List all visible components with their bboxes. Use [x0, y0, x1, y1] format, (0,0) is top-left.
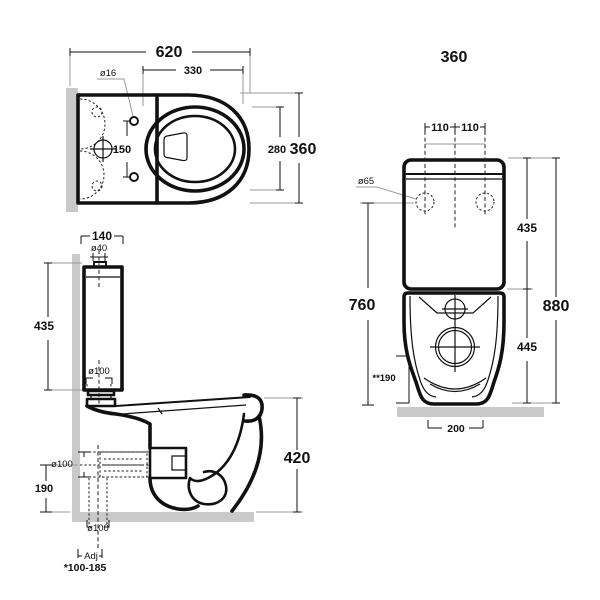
plan-seat-hole-bottom	[129, 172, 139, 182]
side-vertical-outlet-dia-label: ø100	[87, 523, 109, 534]
side-vertical-outlet-hidden	[88, 478, 108, 526]
front-dim-110-line	[424, 123, 486, 133]
plan-water-spot	[163, 132, 188, 162]
plan-seat-outer-ring	[144, 105, 246, 193]
side-pan-front-outline	[230, 414, 264, 513]
plan-dim-280-label: 280	[268, 144, 286, 156]
side-floor-strip	[72, 512, 254, 522]
front-dim-190-label: **190	[372, 373, 395, 384]
front-pan-bottom-arcs	[423, 377, 487, 393]
front-pan-outline	[402, 291, 506, 406]
plan-hole-leader-line	[97, 78, 134, 117]
plan-dim-150-label: 150	[113, 144, 131, 156]
front-dim-200-label: 200	[447, 423, 465, 435]
front-width-title: 360	[441, 49, 468, 66]
plan-extension-lines	[69, 56, 303, 204]
side-adj-bracket	[77, 549, 103, 558]
front-pan-inner-contours	[409, 295, 499, 398]
side-dim-190-line	[40, 464, 52, 513]
side-adj-range-label: *100-185	[64, 562, 107, 574]
front-dim-445-line	[523, 289, 531, 404]
side-dim-140-label: 140	[92, 229, 112, 243]
side-adj-label: Adj	[84, 551, 98, 562]
side-vertical-outlet-dia-bracket	[86, 520, 110, 528]
side-extension-lines	[46, 262, 303, 513]
side-dim-420-line	[293, 397, 301, 513]
front-hole-left	[415, 192, 435, 212]
side-outlet-spigot-step	[171, 455, 186, 471]
side-dim-140-line	[80, 235, 124, 244]
front-hole-leader-line	[356, 186, 417, 200]
front-view: 360 110 110 ø65 760 **190 435	[349, 49, 570, 435]
side-outlet-spigot	[148, 446, 188, 480]
side-outlet-dia-bracket	[78, 451, 90, 478]
front-dim-760-label: 760	[349, 297, 376, 314]
side-inlet-boss	[93, 261, 107, 268]
plan-dim-620-line	[69, 48, 251, 56]
side-seat-bottom-line	[121, 404, 247, 415]
plan-seat-inner-ring	[153, 114, 237, 184]
side-view: ø40 ø100 ø100 140 435 190	[34, 229, 310, 574]
front-dim-110-right-label: 110	[461, 122, 479, 134]
front-dim-110-left-label: 110	[431, 122, 449, 134]
side-dim-420-label: 420	[284, 450, 311, 467]
side-outlet-dia-label: ø100	[51, 459, 73, 470]
plan-hidden-hole-top	[91, 106, 103, 118]
front-hole-centerlines	[424, 131, 486, 228]
plan-wall-strip	[66, 88, 78, 212]
front-extension-lines	[360, 143, 560, 404]
side-dim-435-line	[44, 262, 52, 391]
plan-dim-360-label: 360	[290, 141, 317, 158]
plan-dim-150-line	[123, 120, 131, 178]
front-dim-435-line	[523, 157, 531, 290]
side-connector-flange-top	[86, 389, 116, 397]
front-dim-880-line	[552, 157, 560, 404]
side-flush-dia-label: ø100	[88, 366, 110, 377]
plan-dim-620-label: 620	[156, 44, 183, 61]
side-inlet-dia-label: ø40	[91, 243, 107, 254]
front-dim-435-label: 435	[517, 221, 537, 235]
side-rim-cap	[242, 393, 264, 423]
plan-hidden-hole-bottom	[91, 180, 103, 192]
side-dim-435-label: 435	[34, 319, 54, 333]
front-floor-strip	[397, 407, 544, 417]
side-outlet-connector-ribs	[99, 451, 148, 478]
plan-inlet-crosshair	[90, 136, 116, 162]
front-dim-760-line	[362, 202, 374, 406]
plan-body-outline	[76, 93, 251, 205]
side-dim-190-label: 190	[35, 483, 53, 495]
front-dim-880-label: 880	[543, 298, 570, 315]
side-flush-dia-bracket	[85, 377, 113, 384]
front-inlet-crosshair	[442, 295, 468, 323]
front-cistern-outline	[402, 158, 506, 291]
front-dim-445-label: 445	[517, 340, 537, 354]
side-inlet-dia-ticks	[90, 253, 108, 261]
side-pan-back-outline	[85, 404, 152, 450]
plan-dim-330-line	[142, 66, 244, 74]
side-seat-top-line	[115, 396, 251, 407]
side-connector-flange-bottom	[85, 397, 117, 408]
front-hole-right	[475, 192, 495, 212]
plan-view: 620 330 150 ø16 280 360	[66, 44, 316, 212]
side-wall-strip	[72, 254, 80, 512]
front-outlet-crosshair	[430, 323, 480, 372]
side-bowl-trap-curve	[187, 412, 246, 506]
plan-dim-330-label: 330	[184, 65, 202, 77]
front-dim-190-bracket	[396, 355, 410, 404]
plan-dim-360-line	[295, 92, 303, 204]
plan-cistern-hidden-arcs	[79, 98, 106, 200]
side-trap-bottom-outline	[148, 476, 200, 512]
plan-dim-280-line	[276, 106, 284, 191]
front-hole-dia-label: ø65	[358, 176, 374, 187]
plan-seat-hole-top	[129, 116, 139, 126]
front-dim-200-line	[427, 420, 484, 429]
plan-hole-dia-label: ø16	[100, 68, 116, 79]
